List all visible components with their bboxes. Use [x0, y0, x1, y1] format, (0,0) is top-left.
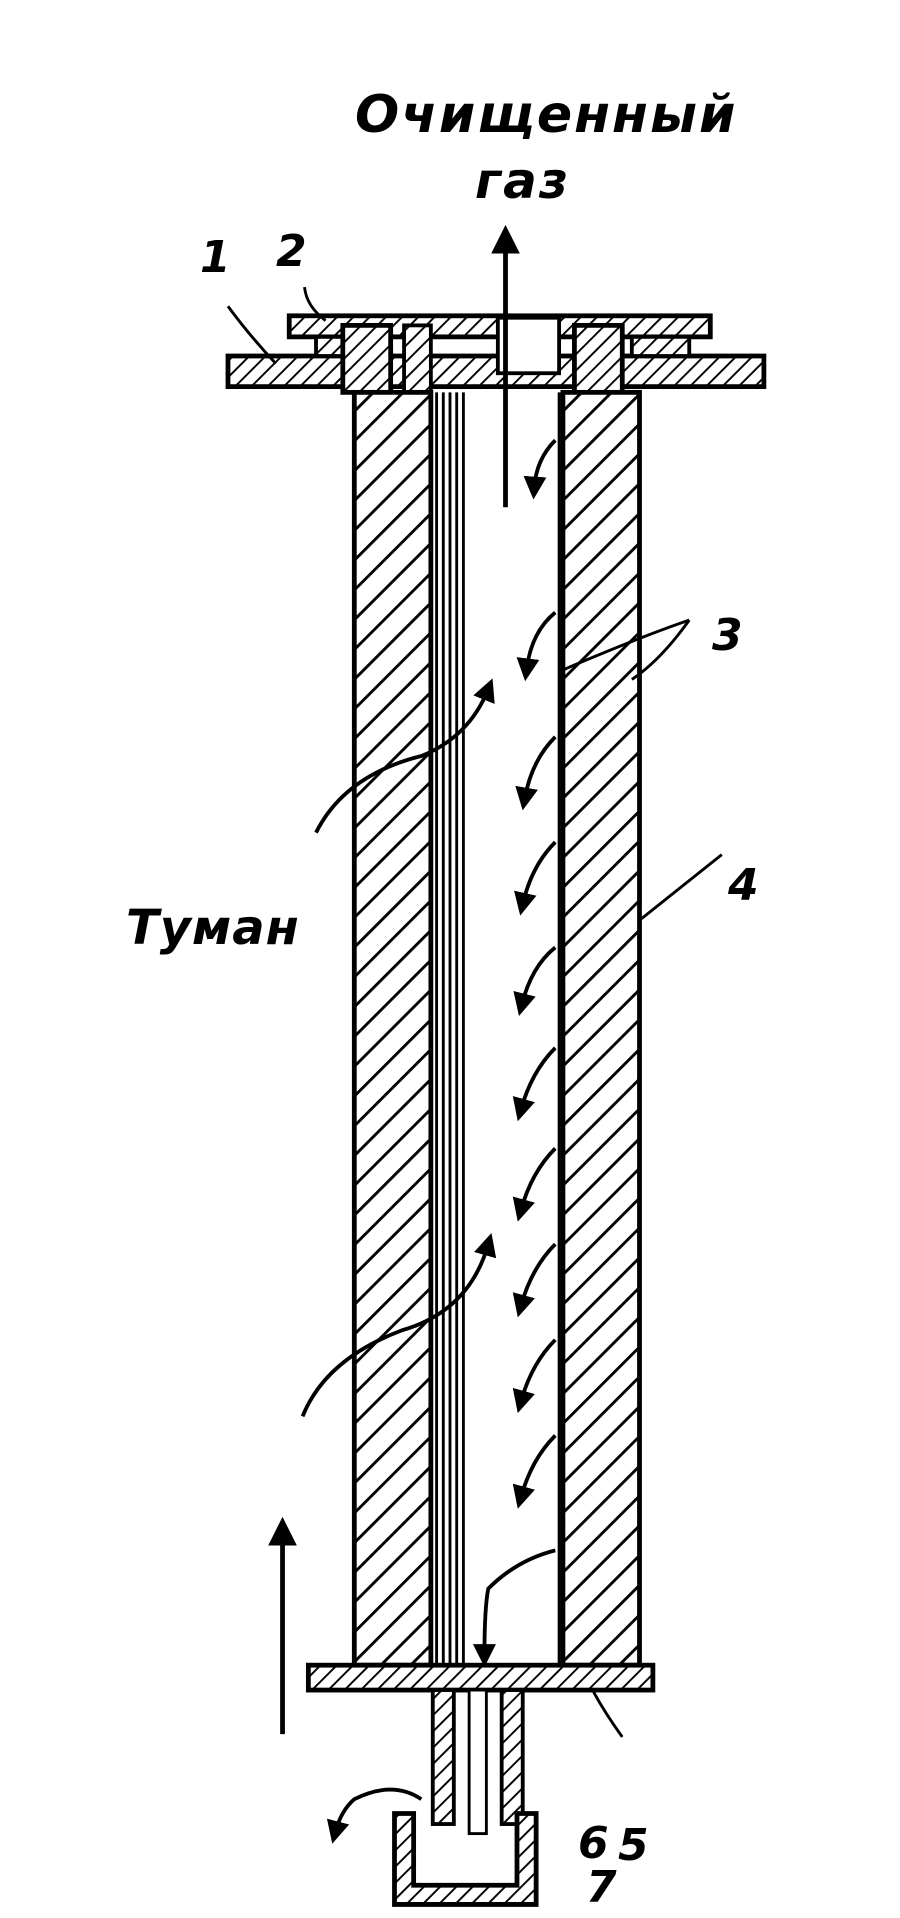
liquid-arrow — [472, 1548, 556, 1668]
flange-collar-inner-left — [402, 323, 433, 395]
callout-6: 6 — [578, 1818, 609, 1869]
mist-label: Туман — [126, 900, 300, 956]
leader-3a — [562, 618, 690, 672]
leader-5 — [592, 1691, 624, 1738]
liquid-arrow — [512, 1046, 557, 1122]
flange-spacer-right — [629, 334, 692, 358]
mesh-lines — [435, 392, 465, 1666]
leader-4 — [640, 853, 723, 920]
liquid-arrow — [515, 735, 557, 811]
flange-1-bottom-plate — [225, 353, 767, 390]
callout-leaders — [226, 286, 723, 1738]
liquid-arrow — [512, 1434, 557, 1509]
liquid-arrow — [513, 945, 557, 1016]
leader-1 — [226, 305, 277, 365]
mist-arrow-upper — [314, 678, 495, 834]
drain-tube-inner — [467, 1688, 488, 1836]
bottom-plate-5 — [305, 1662, 656, 1693]
mist-flow-arrows — [300, 678, 497, 1418]
callout-7: 7 — [586, 1862, 617, 1913]
liquid-arrow — [512, 1242, 557, 1318]
clean-gas-label-line1: Очищенный — [355, 85, 738, 145]
callout-5: 5 — [618, 1820, 649, 1871]
liquid-arrow — [512, 1338, 557, 1414]
filter-wall-right — [560, 389, 642, 1668]
liquid-arrow — [512, 1147, 557, 1222]
drain-outflow-arrow — [326, 1787, 423, 1844]
flange-collar-right — [572, 322, 625, 395]
callout-4: 4 — [728, 860, 759, 911]
liquid-flow-arrows — [472, 438, 557, 1668]
flange-collar-left — [340, 322, 394, 395]
callout-3: 3 — [712, 610, 743, 661]
liquid-arrow — [516, 610, 557, 682]
mist-arrow-lower — [300, 1233, 497, 1418]
seal-cup-7 — [392, 1811, 539, 1907]
leader-2 — [303, 286, 327, 322]
filter-wall-left — [351, 389, 434, 1668]
drain-tube-6-right — [499, 1688, 525, 1826]
leader-3b — [631, 619, 691, 681]
callout-1: 1 — [200, 232, 231, 283]
clean-gas-label-line2: газ — [475, 152, 570, 210]
callout-2: 2 — [276, 226, 307, 277]
liquid-arrow — [514, 840, 557, 916]
gas-outlet-opening — [495, 315, 562, 376]
liquid-arrow — [523, 438, 557, 500]
drain-tube-6-left — [430, 1688, 456, 1826]
